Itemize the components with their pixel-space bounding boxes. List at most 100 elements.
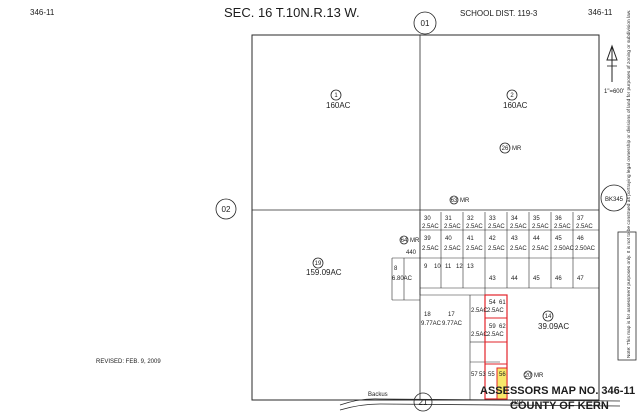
revised-date: REVISED: FEB. 9, 2009 [96,359,161,365]
parcel-26[interactable]: 26 MR [499,142,522,154]
parcel-59-num: 59 [489,324,496,330]
parcel-num: 9 [424,264,428,270]
parcel-17-area: 9.77AC [442,321,463,327]
book-ref-top[interactable]: 01 [413,11,437,35]
parcel-num: 39 [424,236,431,242]
parcel-17-num: 17 [448,312,455,318]
parcel-64-num: 64 [401,238,408,244]
parcel-14[interactable]: 14 39.09AC [538,310,569,331]
middle-parcel-row: 39 40 41 42 43 44 45 46 2.5AC 2.5AC 2.5A… [422,236,596,252]
parcel-2[interactable]: 2 160AC [503,89,528,110]
parcel-num: 55 [488,372,495,378]
parcel-num: 41 [467,236,474,242]
parcel-18[interactable]: 18 9.77AC [421,312,442,327]
parcel-num: 47 [577,276,584,282]
parcel-2-num: 2 [510,93,514,99]
parcel-20-num: 20 [525,373,532,379]
parcel-area: 2.5AC [466,224,483,230]
parcel-area: 2.5AC [532,246,549,252]
highlighted-parcel-block[interactable] [484,294,508,400]
parcel-area: 2.5AC [444,246,461,252]
map-ref-left: 346-11 [30,8,55,17]
parcel-area: 2.5AC [466,246,483,252]
parcel-62-area: 2.5AC [487,332,504,338]
parcel-64[interactable]: 64 MR [399,235,420,245]
parcel-20[interactable]: 20 MR [523,370,544,380]
parcel-64-area: MR [410,238,420,244]
north-arrow-icon [606,44,618,82]
parcel-61-area: 2.5AC [487,308,504,314]
disclaimer-box [617,231,637,361]
parcel-62[interactable]: 62 2.5AC [487,324,506,338]
parcel-num: 43 [511,236,518,242]
parcel-18-num: 18 [424,312,431,318]
parcel-num: 31 [445,216,452,222]
parcel-num: 33 [489,216,496,222]
county-label: COUNTY OF KERN [510,400,609,412]
book-ref-bottom[interactable]: 21 [413,392,433,412]
parcel-63[interactable]: 63 MR [449,195,470,205]
top-parcel-row: 30 31 32 33 34 35 36 37 2.5AC 2.5AC 2.5A… [422,216,593,230]
parcel-area: 2.5AC [422,224,439,230]
book-ref-top-label: 01 [421,19,430,28]
parcel-area: 2.5AC [422,246,439,252]
parcel-num: 11 [445,264,452,270]
assessor-map-number: ASSESSORS MAP NO. 346-11 [480,385,635,397]
parcel-area: 2.5AC [532,224,549,230]
low-parcel-row: 9 10 11 12 13 43 44 45 46 47 [424,264,584,282]
parcel-1[interactable]: 1 160AC [326,89,351,110]
parcel-1-num: 1 [334,93,338,99]
parcel-num: 40 [445,236,452,242]
parcel-440-label: 440 [406,250,417,256]
parcel-area: 2.5AC [510,224,527,230]
parcel-num: 36 [555,216,562,222]
parcel-17[interactable]: 17 9.77AC [442,312,463,327]
parcel-26-num: 26 [502,146,509,152]
parcel-2-area: 160AC [503,101,528,110]
parcel-area: 2.5AC [488,246,505,252]
parcel-area: 2.5AC [554,224,571,230]
parcel-59-area: 2.5AC [471,332,488,338]
school-district: SCHOOL DIST. 119-3 [460,9,538,18]
parcel-18-area: 9.77AC [421,321,442,327]
section-title: SEC. 16 T.10N.R.13 W. [224,5,360,20]
parcel-num: 56 [499,372,506,378]
backus-road [339,398,621,411]
street-label: Backus [368,392,388,398]
parcel-54[interactable]: 54 2.5AC [471,300,496,314]
parcel-num: 10 [434,264,441,270]
parcel-area: 2.50AC [554,246,575,252]
subdivision-grid [391,212,599,400]
scale-label: 1"=600' [604,89,624,95]
parcel-num: 46 [577,236,584,242]
parcel-8[interactable]: 8 6.80AC [392,266,413,282]
subject-parcel-highlight[interactable] [496,367,508,400]
parcel-num: 45 [555,236,562,242]
street-number: 2197 [510,400,524,406]
book-ref-bottom-label: 21 [419,398,428,407]
parcel-area: 2.5AC [576,224,593,230]
parcel-62-num: 62 [499,324,506,330]
parcel-8-num: 8 [394,266,398,272]
parcel-61[interactable]: 61 2.5AC [487,300,506,314]
parcel-num: 35 [533,216,540,222]
book-ref-right[interactable]: BK345 [600,184,628,212]
parcel-19-num: 19 [315,261,322,267]
parcel-54-num: 54 [489,300,496,306]
parcel-num: 44 [511,276,518,282]
section-boundary [251,34,600,401]
parcel-num: 37 [577,216,584,222]
parcel-num: 57 [471,372,478,378]
parcel-num: 34 [511,216,518,222]
parcel-1-area: 160AC [326,101,351,110]
lower-number-row: 57 53 55 56 [471,372,506,378]
parcel-59[interactable]: 59 2.5AC [471,324,496,338]
book-ref-left[interactable]: 02 [215,198,237,220]
parcel-19[interactable]: 19 159.09AC [306,257,342,277]
parcel-num: 30 [424,216,431,222]
parcel-num: 46 [555,276,562,282]
parcel-area: 2.5AC [510,246,527,252]
book-ref-left-label: 02 [222,205,231,214]
parcel-8-area: 6.80AC [392,276,413,282]
